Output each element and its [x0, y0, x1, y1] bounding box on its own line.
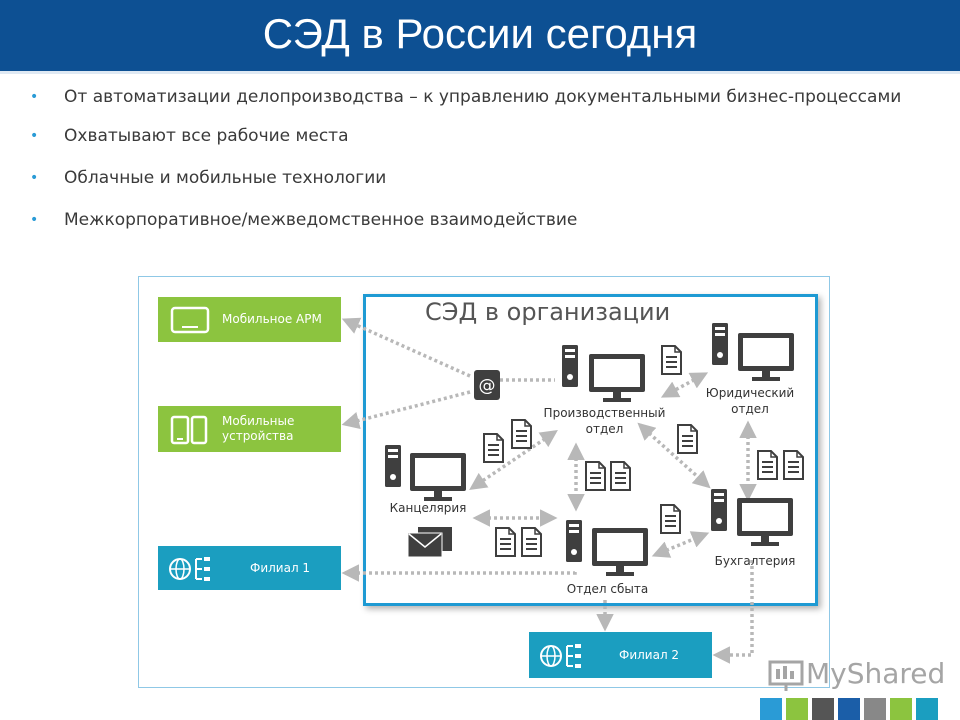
accounting-monitor-icon	[737, 498, 793, 546]
email-chip-icon: @	[474, 370, 500, 400]
mobile-arm-box: Мобильное АРМ	[158, 297, 341, 342]
icon-strip	[760, 698, 938, 720]
diagram-frame	[138, 276, 830, 688]
office-label: Канцелярия	[389, 501, 467, 515]
presentation-logo-icon	[768, 660, 804, 691]
document-icon	[511, 419, 532, 449]
office-monitor-icon	[410, 453, 466, 501]
bullet-item: •Охватывают все рабочие места	[30, 126, 349, 146]
bullet-item: •От автоматизации делопроизводства – к у…	[30, 87, 902, 107]
legal-monitor-icon	[738, 333, 794, 381]
document-icon	[495, 527, 516, 557]
document-icon	[610, 461, 631, 491]
org-title: СЭД в организации	[425, 298, 671, 326]
bullet-dot-icon: •	[30, 170, 39, 186]
strip-icon	[838, 698, 860, 720]
bullet-item: •Облачные и мобильные технологии	[30, 168, 387, 188]
document-icon	[677, 424, 698, 454]
strip-icon	[786, 698, 808, 720]
bullet-item: •Межкорпоративное/межведомственное взаим…	[30, 210, 578, 230]
document-icon	[783, 450, 804, 480]
document-icon	[757, 450, 778, 480]
link-production-legal	[660, 372, 709, 398]
accounting-label: Бухгалтерия	[714, 554, 796, 568]
link-mobile-devices	[341, 390, 471, 430]
strip-icon	[812, 698, 834, 720]
sales-server-icon	[566, 520, 582, 562]
bullet-dot-icon: •	[30, 89, 39, 105]
branch2-label: Филиал 2	[619, 647, 680, 662]
slide-title: СЭД в России сегодня	[262, 10, 698, 57]
bullet-dot-icon: •	[30, 128, 39, 144]
title-bar: СЭД в России сегодня	[0, 0, 960, 74]
sales-monitor-icon	[592, 528, 648, 576]
document-icon	[521, 527, 542, 557]
watermark-logo-text: MyShared	[806, 657, 946, 690]
office-server-icon	[385, 445, 401, 487]
production-monitor-icon	[589, 354, 645, 402]
link-mobile-arm	[341, 317, 471, 378]
document-icon	[660, 504, 681, 534]
mobile-devices-box: Мобильные устройства	[158, 406, 341, 452]
branch2-box: Филиал 2	[529, 632, 712, 678]
link-branch1	[341, 564, 577, 582]
legal-label: Юридический отдел	[705, 386, 795, 416]
svg-text:@: @	[479, 376, 496, 396]
envelope-icon	[407, 527, 452, 558]
branch1-label: Филиал 1	[250, 560, 311, 575]
link-branch2-accounting	[712, 560, 754, 664]
branch1-box: Филиал 1	[158, 546, 341, 590]
devices-icon	[170, 415, 208, 445]
accounting-server-icon	[711, 489, 727, 531]
strip-icon	[916, 698, 938, 720]
strip-icon	[760, 698, 782, 720]
legal-server-icon	[712, 323, 728, 365]
link-office-production	[469, 430, 558, 490]
production-label: Производственный отдел	[543, 406, 666, 436]
document-icon	[661, 345, 682, 375]
strip-icon	[890, 698, 912, 720]
bullet-dot-icon: •	[30, 212, 39, 228]
bullet-list: •От автоматизации делопроизводства – к у…	[30, 86, 910, 251]
document-icon	[483, 433, 504, 463]
link-sales-accounting	[651, 531, 710, 558]
document-icon	[585, 461, 606, 491]
mobile-arm-label: Мобильное АРМ	[222, 312, 322, 326]
network-globe-icon	[169, 557, 210, 581]
production-server-icon	[562, 345, 578, 387]
mobile-devices-label: Мобильные устройства	[222, 414, 295, 443]
tablet-icon	[170, 306, 210, 334]
strip-icon	[864, 698, 886, 720]
network-globe-icon	[540, 644, 581, 668]
sales-label: Отдел сбыта	[566, 582, 649, 596]
